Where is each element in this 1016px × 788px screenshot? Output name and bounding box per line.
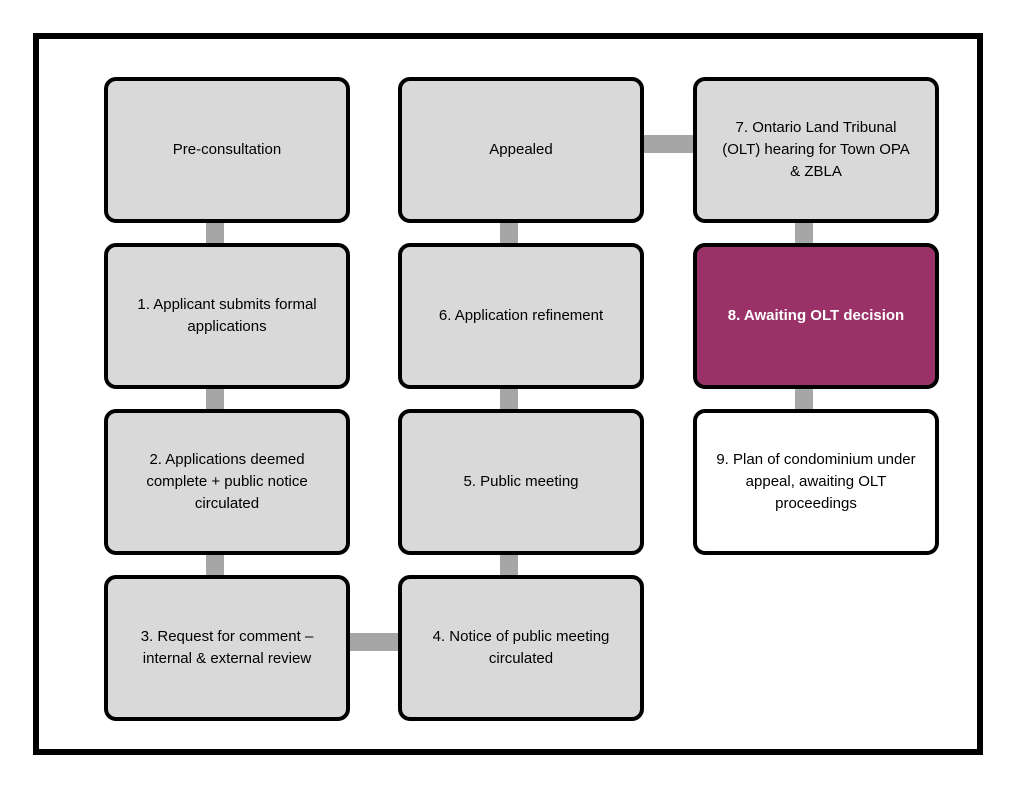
- flow-box-step-4-notice-of-public-meeting: 4. Notice of public meeting circulated: [398, 575, 644, 721]
- flow-box-label: 1. Applicant submits formal applications: [137, 296, 317, 335]
- flow-box-step-2-applications-complete: 2. Applications deemed complete + public…: [104, 409, 350, 555]
- flow-box-step-5-public-meeting: 5. Public meeting: [398, 409, 644, 555]
- flow-box-label: 2. Applications deemed complete + public…: [146, 451, 308, 512]
- flow-box-pre-consultation: Pre-consultation: [104, 77, 350, 223]
- flow-box-label: Pre-consultation: [172, 141, 282, 158]
- flow-box-label: 8. Awaiting OLT decision: [727, 307, 905, 324]
- flow-box-label: 7. Ontario Land Tribunal (OLT) hearing f…: [722, 119, 910, 180]
- flow-box-step-9-plan-of-condominium: 9. Plan of condominium under appeal, awa…: [693, 409, 939, 555]
- flow-box-step-7-olt-hearing: 7. Ontario Land Tribunal (OLT) hearing f…: [693, 77, 939, 223]
- flow-box-appealed: Appealed: [398, 77, 644, 223]
- flow-box-label: Appealed: [489, 141, 553, 158]
- flow-box-step-3-request-for-comment: 3. Request for comment – internal & exte…: [104, 575, 350, 721]
- flow-box-step-8-awaiting-olt-decision: 8. Awaiting OLT decision: [693, 243, 939, 389]
- flow-box-step-1-applicant-submits: 1. Applicant submits formal applications: [104, 243, 350, 389]
- flow-box-label: 4. Notice of public meeting circulated: [432, 628, 610, 667]
- flow-box-label: 3. Request for comment – internal & exte…: [140, 628, 314, 667]
- flow-box-label: 5. Public meeting: [463, 473, 579, 490]
- flow-box-step-6-application-refinement: 6. Application refinement: [398, 243, 644, 389]
- flow-box-label: 9. Plan of condominium under appeal, awa…: [716, 451, 916, 512]
- flow-box-label: 6. Application refinement: [438, 307, 604, 324]
